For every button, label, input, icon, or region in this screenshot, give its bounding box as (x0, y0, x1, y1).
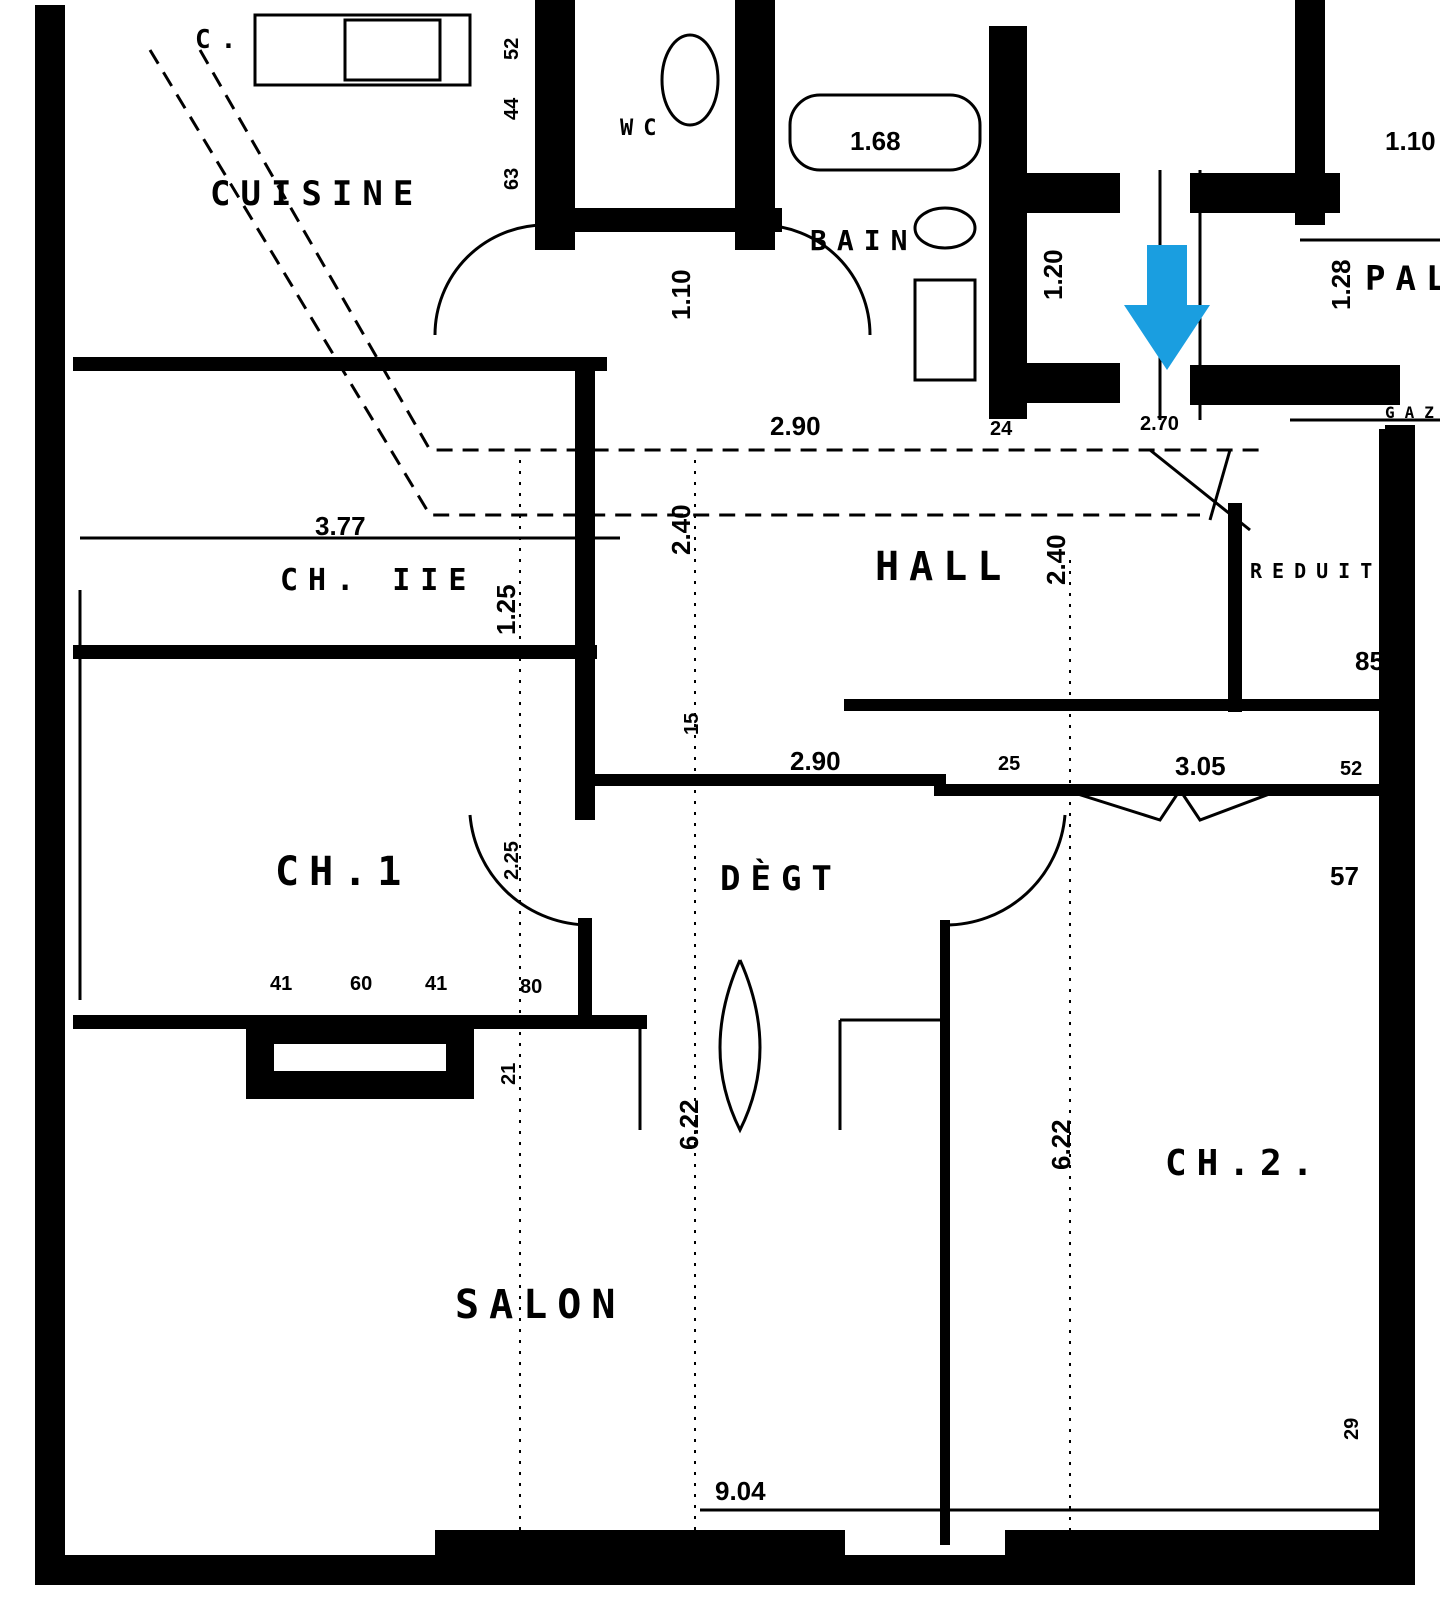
dim-240-right: 2.40 (1041, 534, 1071, 585)
room-label-kitchen: CUISINE (210, 174, 423, 214)
room-label-bedroom1: CH.1 (275, 849, 411, 895)
dim-41a: 41 (270, 973, 292, 995)
dim-904: 9.04 (715, 1476, 766, 1506)
dim-44: 44 (501, 97, 523, 120)
arrow-down-icon (1124, 245, 1210, 370)
dim-60: 60 (350, 973, 372, 995)
dim-52-top: 52 (501, 38, 523, 60)
room-label-wc: WC (620, 116, 667, 141)
dim-128: 1.28 (1326, 259, 1356, 310)
room-label-gas: GAZ (1385, 403, 1440, 422)
room-label-landing: PAL (1365, 259, 1440, 299)
dim-622-right: 6.22 (1046, 1119, 1076, 1170)
dim-240-left: 2.40 (666, 504, 696, 555)
dim-41b: 41 (425, 973, 447, 995)
room-label-storage: REDUIT (1250, 559, 1382, 583)
dim-377: 3.77 (315, 511, 366, 541)
dim-29: 29 (1341, 1418, 1363, 1440)
dim-110-right: 1.10 (1385, 126, 1436, 156)
dim-290-top: 2.90 (770, 411, 821, 441)
fixtures (78, 13, 1440, 1512)
room-label-bedroom-small: CH. IIE (280, 563, 476, 598)
dim-63: 63 (501, 168, 523, 190)
dim-225: 2.25 (501, 841, 523, 880)
dim-305: 3.05 (1175, 751, 1226, 781)
dim-24: 24 (990, 418, 1013, 440)
room-label-corridor: DÈGT (720, 858, 842, 899)
walls (35, 0, 1415, 1585)
dim-290-mid: 2.90 (790, 746, 841, 776)
dim-125: 1.25 (491, 584, 521, 635)
dim-120: 1.20 (1038, 249, 1068, 300)
dim-85: 85 (1355, 646, 1384, 676)
dim-15: 15 (681, 713, 703, 735)
room-label-bath: BAIN (810, 224, 917, 257)
room-label-bedroom2: CH.2. (1165, 1143, 1323, 1184)
dim-270: 2.70 (1140, 413, 1179, 435)
room-label-living: SALON (455, 1282, 625, 1328)
dim-bath-length: 1.68 (850, 126, 901, 156)
dimensions: 52 44 63 1.68 1.10 1.20 1.10 1.28 2.90 2… (270, 38, 1436, 1506)
dimension-lines (148, 49, 1260, 1540)
room-label-hall: HALL (875, 544, 1011, 590)
dim-52-right: 52 (1340, 758, 1362, 780)
dim-110-center: 1.10 (666, 269, 696, 320)
room-label-closet: C. (195, 25, 246, 55)
dim-25: 25 (998, 753, 1020, 775)
dim-21: 21 (498, 1063, 520, 1085)
dim-57: 57 (1330, 861, 1359, 891)
dim-622-left: 6.22 (674, 1099, 704, 1150)
dim-80: 80 (520, 976, 542, 998)
